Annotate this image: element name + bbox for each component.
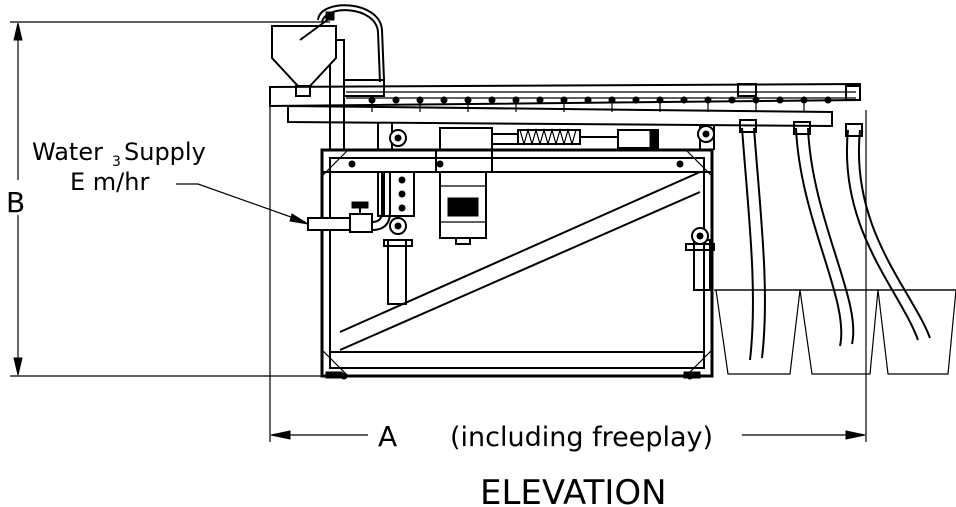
trough-table — [269, 79, 861, 128]
collection-bins — [714, 289, 956, 375]
arrow-head-down — [13, 357, 23, 376]
view-title: ELEVATION — [480, 473, 667, 507]
main-frame — [320, 148, 714, 380]
arrow-head-right — [845, 430, 866, 440]
dimension-a-note: (including freeplay) — [450, 422, 713, 453]
leader-arrow — [289, 213, 309, 225]
support-brackets — [377, 122, 715, 251]
motor — [435, 149, 493, 245]
water-supply-word: Water — [32, 138, 103, 166]
dimension-a-label: A — [378, 420, 397, 453]
water-supply-rate: E m/hr — [70, 168, 149, 196]
leader-line — [176, 183, 306, 223]
water-supply-word-2: Supply — [124, 138, 206, 166]
dimension-b: B — [6, 21, 330, 377]
dimension-b-label: B — [6, 186, 25, 219]
drive-linkage — [439, 127, 659, 151]
water-hose — [317, 4, 385, 81]
water-inlet — [307, 172, 391, 233]
dimension-a: A (including freeplay) — [269, 95, 867, 453]
side-plate — [377, 171, 415, 217]
motor-nameplate-icon — [447, 197, 479, 217]
water-supply-superscript: 3 — [112, 154, 121, 170]
water-supply-label: Water 3 Supply E m/hr — [32, 138, 309, 225]
hopper — [271, 11, 337, 97]
discharge-hoses — [739, 119, 931, 361]
arrow-head-up — [13, 22, 23, 41]
arrow-head-left — [270, 430, 291, 440]
valve-handle-icon — [351, 201, 369, 209]
